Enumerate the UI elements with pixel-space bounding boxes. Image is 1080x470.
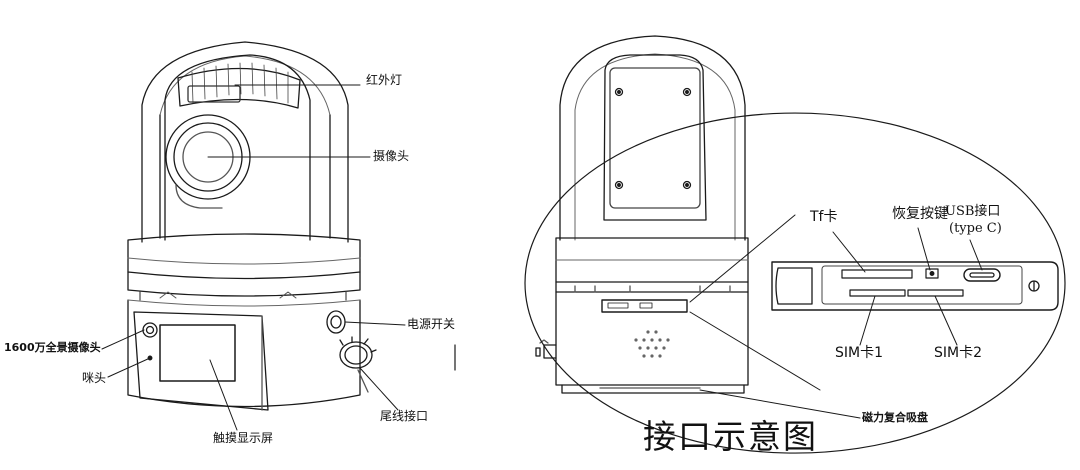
speaker-grille (634, 330, 670, 358)
camera-head (164, 54, 311, 241)
camera-collar (127, 233, 361, 280)
label-sim2: SIM卡2 (934, 345, 983, 361)
label-infrared: 红外灯 (366, 73, 403, 87)
sim2-slot (907, 289, 964, 297)
tail-interface (339, 336, 377, 393)
label-power-switch: 电源开关 (407, 317, 456, 331)
label-tf-card: Tf卡 (810, 209, 838, 225)
infrared-light (177, 67, 301, 109)
label-sim1: SIM卡1 (835, 345, 884, 361)
touch-screen (159, 324, 236, 382)
label-tail-interface: 尾线接口 (380, 409, 429, 423)
tf-slot (841, 269, 913, 279)
label-panoramic-camera: 1600万全景摄像头 (4, 341, 101, 354)
label-usb-type: (type C) (949, 221, 1002, 236)
zoom-circle (524, 112, 1066, 454)
label-magnetic-base: 磁力复合吸盘 (862, 411, 928, 424)
diagram-title: 接口示意图 (643, 417, 818, 456)
zoom-callout (524, 112, 1066, 454)
power-switch (326, 310, 346, 334)
reset-button (925, 268, 939, 279)
port-panel (771, 261, 1059, 311)
right-camera (535, 35, 749, 394)
label-touch-screen: 触摸显示屏 (213, 431, 274, 445)
label-microphone: 咪头 (82, 371, 107, 385)
camera-yoke (141, 41, 349, 243)
sim1-slot (849, 289, 906, 297)
label-camera: 摄像头 (373, 149, 410, 163)
interface-slot (601, 299, 688, 313)
front-panel (133, 311, 269, 411)
panoramic-camera (142, 322, 158, 338)
right-yoke (559, 35, 746, 241)
left-leaders (101, 84, 406, 431)
right-base (555, 291, 749, 386)
label-usb-port: USB接口 (945, 204, 1001, 219)
label-reset-button: 恢复按键 (892, 206, 948, 222)
left-camera (127, 41, 456, 411)
right-head (603, 54, 707, 221)
